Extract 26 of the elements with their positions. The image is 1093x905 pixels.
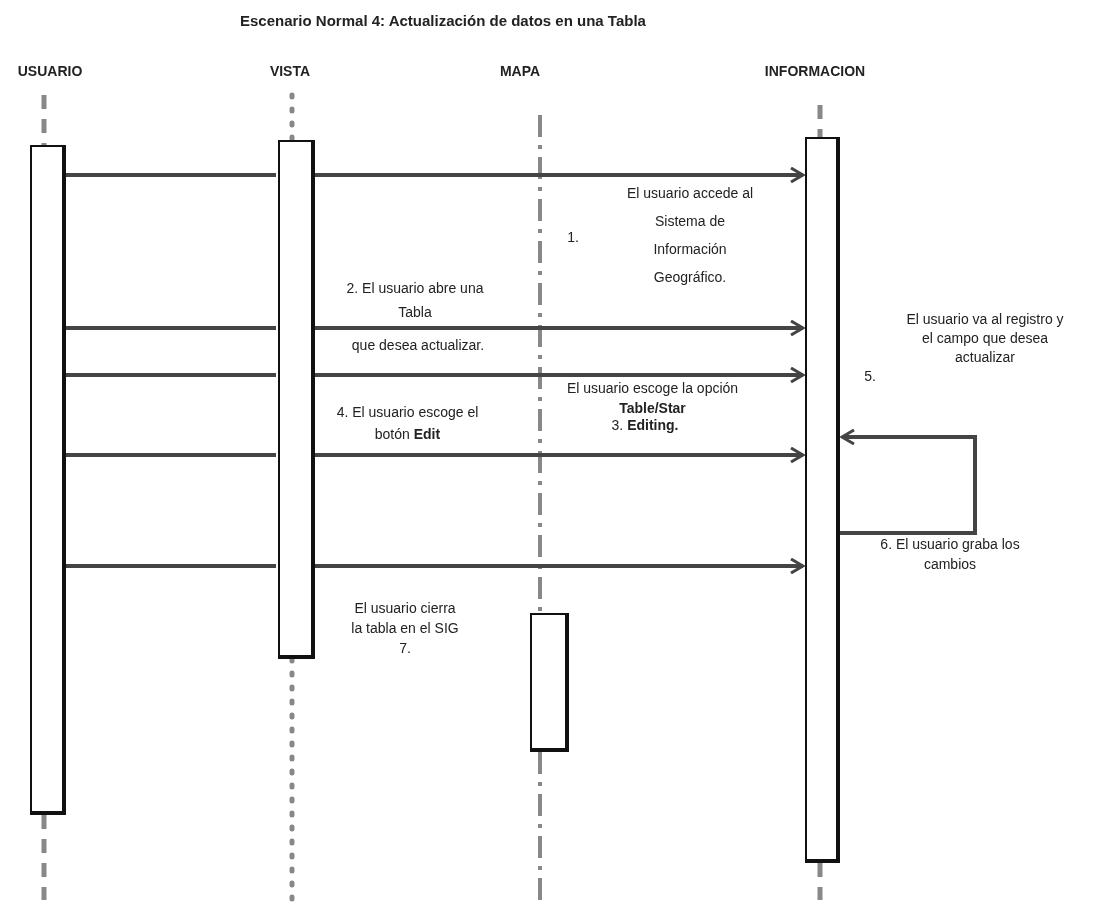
message-label: El usuario va al registro y el campo que desea actualizar (905, 310, 1065, 367)
message-arrow (840, 428, 977, 535)
activation-bar (530, 613, 569, 752)
message-arrow (315, 166, 805, 184)
activation-bar (805, 137, 840, 863)
message-label: El usuario accede al Sistema de Información Geográfico. (625, 184, 755, 287)
message-arrow (315, 557, 805, 575)
message-label: 4. El usuario escoge el botón Edit (335, 403, 480, 444)
message-arrow (315, 446, 805, 464)
message-arrow (315, 319, 805, 337)
message-label: 3. Editing. (610, 416, 680, 435)
activation-bar (30, 145, 66, 815)
lifeline-header: MAPA (498, 62, 542, 81)
message-label: 5. (863, 367, 877, 386)
lifeline-header: USUARIO (16, 62, 84, 81)
message-label: que desea actualizar. (350, 336, 486, 355)
message-label: 2. El usuario abre una Tabla (345, 279, 485, 322)
lifeline-header: INFORMACION (763, 62, 867, 81)
lifeline-header: VISTA (268, 62, 312, 81)
diagram-title: Escenario Normal 4: Actualización de datos en una Tabla (240, 12, 647, 29)
message-label: 1. (566, 228, 580, 247)
message-label: 6. El usuario graba los cambios (879, 535, 1021, 574)
message-label: El usuario cierra la tabla en el SIG 7. (350, 599, 460, 658)
message-arrow (315, 366, 805, 384)
activation-bar (278, 140, 315, 659)
message-label: El usuario escoge la opción Table/Star (565, 379, 740, 418)
